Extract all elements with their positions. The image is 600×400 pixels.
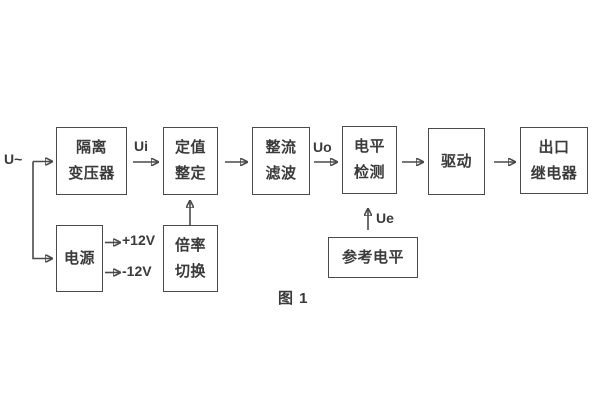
block-label-line: 整定 [174, 165, 206, 182]
block-label-line: 切换 [174, 262, 206, 280]
signal-label-ui: Ui [134, 138, 148, 154]
block-label-line: 定值 [174, 139, 206, 156]
block-power-supply: 电源 [56, 225, 103, 292]
block-rectifier-filter: 整流 滤波 [252, 127, 310, 195]
signal-label-minus12v: -12V [122, 263, 152, 279]
signal-label-ue: Ue [376, 210, 394, 226]
block-label-line: 驱动 [440, 152, 472, 170]
block-label-line: 出口 [538, 138, 570, 156]
block-label-line: 隔离 [75, 139, 107, 156]
block-ratio-switch: 倍率 切换 [163, 225, 218, 292]
block-output-relay: 出口 继电器 [520, 127, 588, 194]
block-level-detector: 电平 检测 [342, 126, 397, 194]
signal-label-u-input: U~ [4, 151, 23, 167]
signal-label-uo: Uo [313, 139, 332, 155]
block-isolation-transformer: 隔离 变压器 [56, 127, 127, 195]
block-label-line: 电源 [63, 249, 95, 267]
signal-label-plus12v: +12V [122, 232, 156, 248]
block-driver: 驱动 [428, 128, 485, 195]
block-label-line: 参考电平 [341, 248, 404, 266]
block-reference-level: 参考电平 [328, 237, 418, 278]
block-label-line: 滤波 [265, 165, 297, 182]
block-setting-adjust: 定值 整定 [163, 127, 218, 195]
block-label-line: 检测 [353, 164, 385, 181]
block-label-line: 倍率 [174, 236, 206, 254]
block-label-line: 整流 [265, 139, 297, 156]
figure-caption: 图 1 [278, 290, 309, 307]
block-label-line: 变压器 [68, 165, 115, 182]
block-label-line: 电平 [353, 138, 385, 155]
block-label-line: 继电器 [530, 164, 578, 182]
arrow-input-to-power [32, 161, 52, 259]
